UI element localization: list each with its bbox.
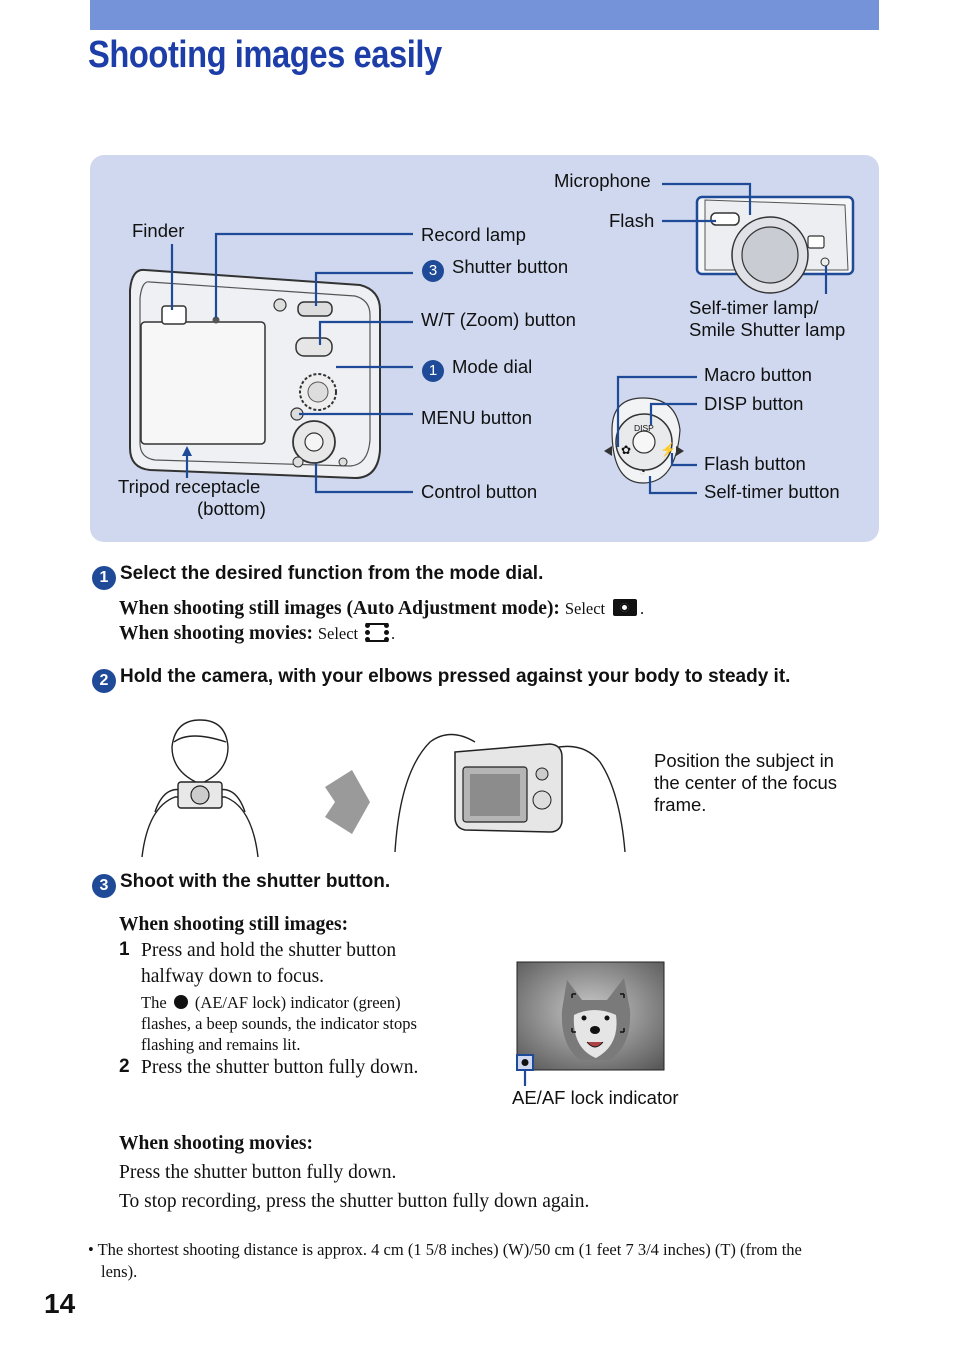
- label-flash-button: Flash button: [704, 453, 806, 474]
- label-tripod-2: (bottom): [197, 498, 266, 519]
- label-selftimer-1: Self-timer lamp/: [689, 297, 819, 318]
- step1-still-line: When shooting still images (Auto Adjustm…: [119, 598, 645, 619]
- substep1-line1: Press and hold the shutter button: [141, 940, 397, 961]
- step2-text: Hold the camera, with your elbows presse…: [120, 666, 791, 687]
- step3-still-heading: When shooting still images:: [119, 914, 349, 935]
- leader-lines-front: [662, 182, 828, 294]
- label-mode-text: Mode dial: [452, 356, 533, 377]
- svg-text:✿: ✿: [621, 443, 631, 457]
- note-the: The: [141, 993, 167, 1012]
- step1-badge: 1: [92, 566, 116, 590]
- substep2-num: 2: [119, 1056, 130, 1077]
- film-icon: [365, 623, 390, 642]
- step3-text: Shoot with the shutter button.: [120, 871, 391, 892]
- step1-text: Select the desired function from the mod…: [120, 563, 544, 584]
- substep1-note-line1: The (AE/AF lock) indicator (green): [141, 993, 401, 1013]
- label-shutter-button: 3 Shutter button: [422, 256, 568, 282]
- step2-note-2: the center of the focus: [654, 772, 838, 793]
- control-dial-illustration: ✿ ⚡ ◔: [604, 397, 684, 484]
- substep1-note-line3: flashing and remains lit.: [141, 1035, 301, 1054]
- step1-movie-select: Select: [317, 624, 359, 643]
- step1-still-select: Select: [564, 599, 606, 618]
- movie-heading: When shooting movies:: [119, 1133, 313, 1154]
- substep1-line2: halfway down to focus.: [141, 966, 325, 987]
- page-title: Shooting images easily: [88, 34, 442, 76]
- camera-icon: [613, 599, 638, 616]
- label-control-button: Control button: [421, 481, 538, 502]
- ae-af-lock-dot-icon: [173, 995, 188, 1009]
- label-macro: Macro button: [704, 364, 812, 385]
- note-indicator: (AE/AF lock) indicator (green): [194, 993, 401, 1012]
- label-finder: Finder: [132, 220, 185, 241]
- step2-note-3: frame.: [654, 794, 707, 815]
- leader-lines-dial: [616, 375, 697, 495]
- step3-badge: 3: [92, 874, 116, 898]
- step1-movie-line: When shooting movies: Select .: [119, 623, 396, 644]
- badge-3: 3: [422, 260, 444, 282]
- leader-lines-main: [170, 232, 413, 494]
- step1-movie-label: When shooting movies:: [119, 623, 313, 644]
- substep2-text: Press the shutter button fully down.: [141, 1057, 419, 1078]
- movie-line2: To stop recording, press the shutter but…: [119, 1191, 590, 1212]
- label-wt-zoom: W/T (Zoom) button: [421, 309, 576, 330]
- focus-frame-photo: [516, 961, 665, 1086]
- label-microphone: Microphone: [554, 170, 651, 191]
- disp-text: DISP: [634, 423, 654, 433]
- badge-1: 1: [422, 360, 444, 382]
- footnote-line2: lens).: [101, 1262, 138, 1281]
- label-menu-button: MENU button: [421, 407, 533, 428]
- step2-note-1: Position the subject in: [654, 750, 834, 771]
- label-shutter-text: Shutter button: [452, 256, 569, 277]
- label-disp: DISP button: [704, 393, 804, 414]
- substep1-note-line2: flashes, a beep sounds, the indicator st…: [141, 1014, 417, 1033]
- label-record-lamp: Record lamp: [421, 224, 526, 245]
- step1-still-label: When shooting still images (Auto Adjustm…: [119, 598, 560, 619]
- camera-front-illustration: [695, 195, 855, 294]
- label-selftimer-2: Smile Shutter lamp: [689, 319, 846, 340]
- header-bar: [90, 0, 879, 30]
- page-number: 14: [44, 1288, 76, 1319]
- holding-camera-illustration: [141, 719, 626, 858]
- label-selftimer-button: Self-timer button: [704, 481, 840, 502]
- step2-badge: 2: [92, 669, 116, 693]
- footnote-line1: • The shortest shooting distance is appr…: [88, 1240, 802, 1259]
- svg-text:⚡: ⚡: [660, 442, 676, 458]
- camera-diagram-graphics: ✿ ⚡ ◔: [129, 182, 855, 495]
- camera-body-illustration: [129, 268, 381, 480]
- substep1-num: 1: [119, 939, 130, 960]
- movie-line1: Press the shutter button fully down.: [119, 1162, 397, 1183]
- label-flash: Flash: [609, 210, 655, 231]
- svg-text:◔: ◔: [639, 466, 646, 478]
- ae-af-lock-label: AE/AF lock indicator: [512, 1087, 679, 1108]
- label-mode-dial: 1 Mode dial: [422, 356, 532, 382]
- label-tripod-1: Tripod receptacle: [118, 476, 261, 497]
